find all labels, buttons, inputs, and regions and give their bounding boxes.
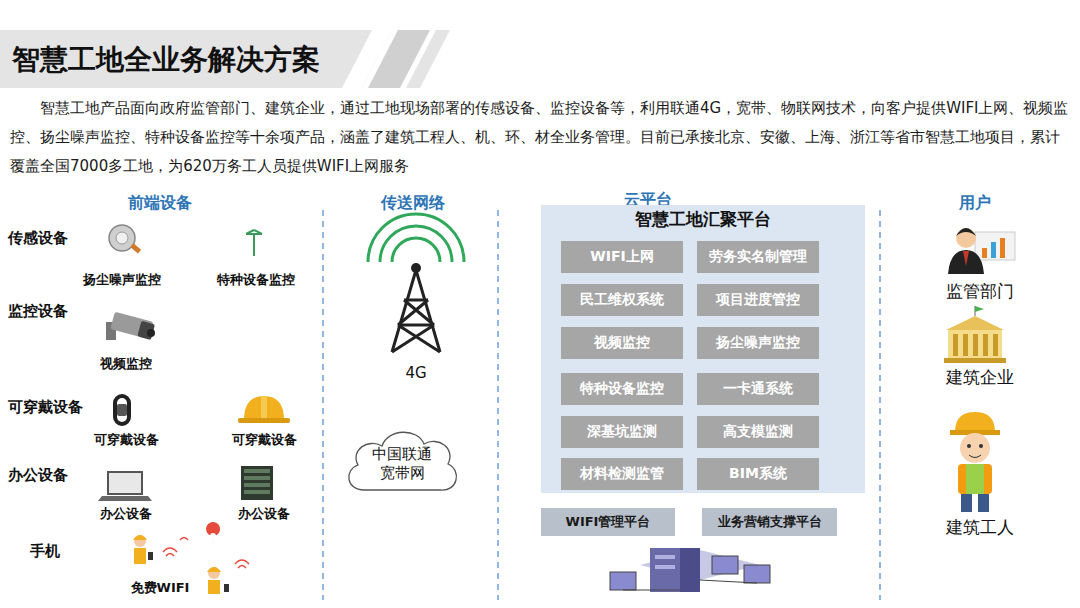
supervisor-icon — [948, 228, 1015, 274]
module-box: 劳务实名制管理 — [697, 241, 819, 273]
platform-box: WIFI管理平台 — [541, 508, 675, 536]
box-text: 特种设备监控 — [580, 380, 664, 398]
wristband-icon — [115, 396, 129, 424]
box-text: 业务营销支撑平台 — [718, 514, 822, 530]
box-text: 一卡通系统 — [723, 380, 793, 398]
user-label: 监管部门 — [946, 281, 1014, 301]
network-cloud: 中国联通 宽带网 — [340, 420, 464, 502]
device-label: 扬尘噪声监控 — [83, 272, 161, 288]
server-rack-icon — [241, 466, 273, 500]
helmet-icon — [238, 396, 290, 423]
worker-icon — [950, 412, 1000, 512]
device-label: 免费WIFI — [131, 580, 190, 596]
page-title: 智慧工地全业务解决方案 — [12, 43, 320, 77]
platform-panel: 智慧工地汇聚平台 WIFI上网 劳务实名制管理民工维权系统 项目进度管控视频监控 扬尘噪… — [541, 205, 865, 493]
panel-heading: 智慧工地汇聚平台 — [635, 209, 771, 230]
camera-icon — [106, 312, 155, 340]
device-label: 视频监控 — [100, 356, 152, 372]
platform-box: 业务营销支撑平台 — [702, 508, 837, 536]
title-band — [0, 30, 392, 88]
box-text: 项目进度管控 — [716, 291, 800, 309]
module-box: WIFI上网 — [561, 241, 683, 273]
box-text: 视频监控 — [594, 334, 650, 352]
server-illustration — [610, 548, 770, 592]
box-text: 高支模监测 — [723, 423, 793, 441]
module-box: BIM系统 — [697, 458, 819, 490]
device-label: 可穿戴设备 — [94, 432, 159, 448]
building-icon — [944, 306, 1006, 363]
column-header: 传送网络 — [381, 193, 445, 212]
module-box: 高支模监测 — [697, 416, 819, 448]
title-stripe — [406, 30, 450, 88]
device-label: 可穿戴设备 — [232, 432, 297, 448]
network-label: 4G — [405, 364, 426, 382]
row-label: 可穿戴设备 — [8, 398, 83, 416]
module-box: 特种设备监控 — [561, 373, 683, 405]
module-box: 项目进度管控 — [697, 284, 819, 316]
box-text: 扬尘噪声监控 — [716, 334, 800, 352]
user-label: 建筑企业 — [946, 367, 1014, 387]
user-label: 建筑工人 — [946, 517, 1014, 537]
device-label: 特种设备监控 — [217, 272, 295, 288]
column-header: 前端设备 — [128, 193, 192, 212]
module-box: 民工维权系统 — [561, 284, 683, 316]
module-box: 视频监控 — [561, 327, 683, 359]
box-text: WIFI上网 — [590, 248, 653, 266]
box-text: 中国联通 宽带网 — [368, 445, 437, 483]
tower-icon — [368, 214, 464, 352]
device-label: 办公设备 — [238, 506, 290, 522]
module-box: 扬尘噪声监控 — [697, 327, 819, 359]
row-label: 传感设备 — [8, 229, 68, 247]
module-box: 深基坑监测 — [561, 416, 683, 448]
column-header: 用户 — [959, 193, 991, 212]
box-text: 劳务实名制管理 — [709, 248, 807, 266]
row-label: 手机 — [30, 542, 60, 560]
module-box: 一卡通系统 — [697, 373, 819, 405]
box-text: BIM系统 — [729, 465, 787, 483]
intro-paragraph: 智慧工地产品面向政府监管部门、建筑企业，通过工地现场部署的传感设备、监控设备等，… — [10, 94, 1072, 181]
box-text: 材料检测监管 — [580, 465, 664, 483]
row-label: 办公设备 — [8, 466, 68, 484]
crane-icon — [246, 230, 262, 256]
cloud-shape — [349, 432, 457, 490]
box-text: 民工维权系统 — [580, 291, 664, 309]
device-label: 办公设备 — [100, 506, 152, 522]
module-box: 材料检测监管 — [561, 458, 683, 490]
box-text: 深基坑监测 — [587, 423, 657, 441]
row-label: 监控设备 — [8, 302, 68, 320]
box-text: WIFI管理平台 — [566, 514, 651, 530]
dust-sensor-icon — [109, 225, 141, 254]
laptop-icon — [98, 472, 152, 501]
